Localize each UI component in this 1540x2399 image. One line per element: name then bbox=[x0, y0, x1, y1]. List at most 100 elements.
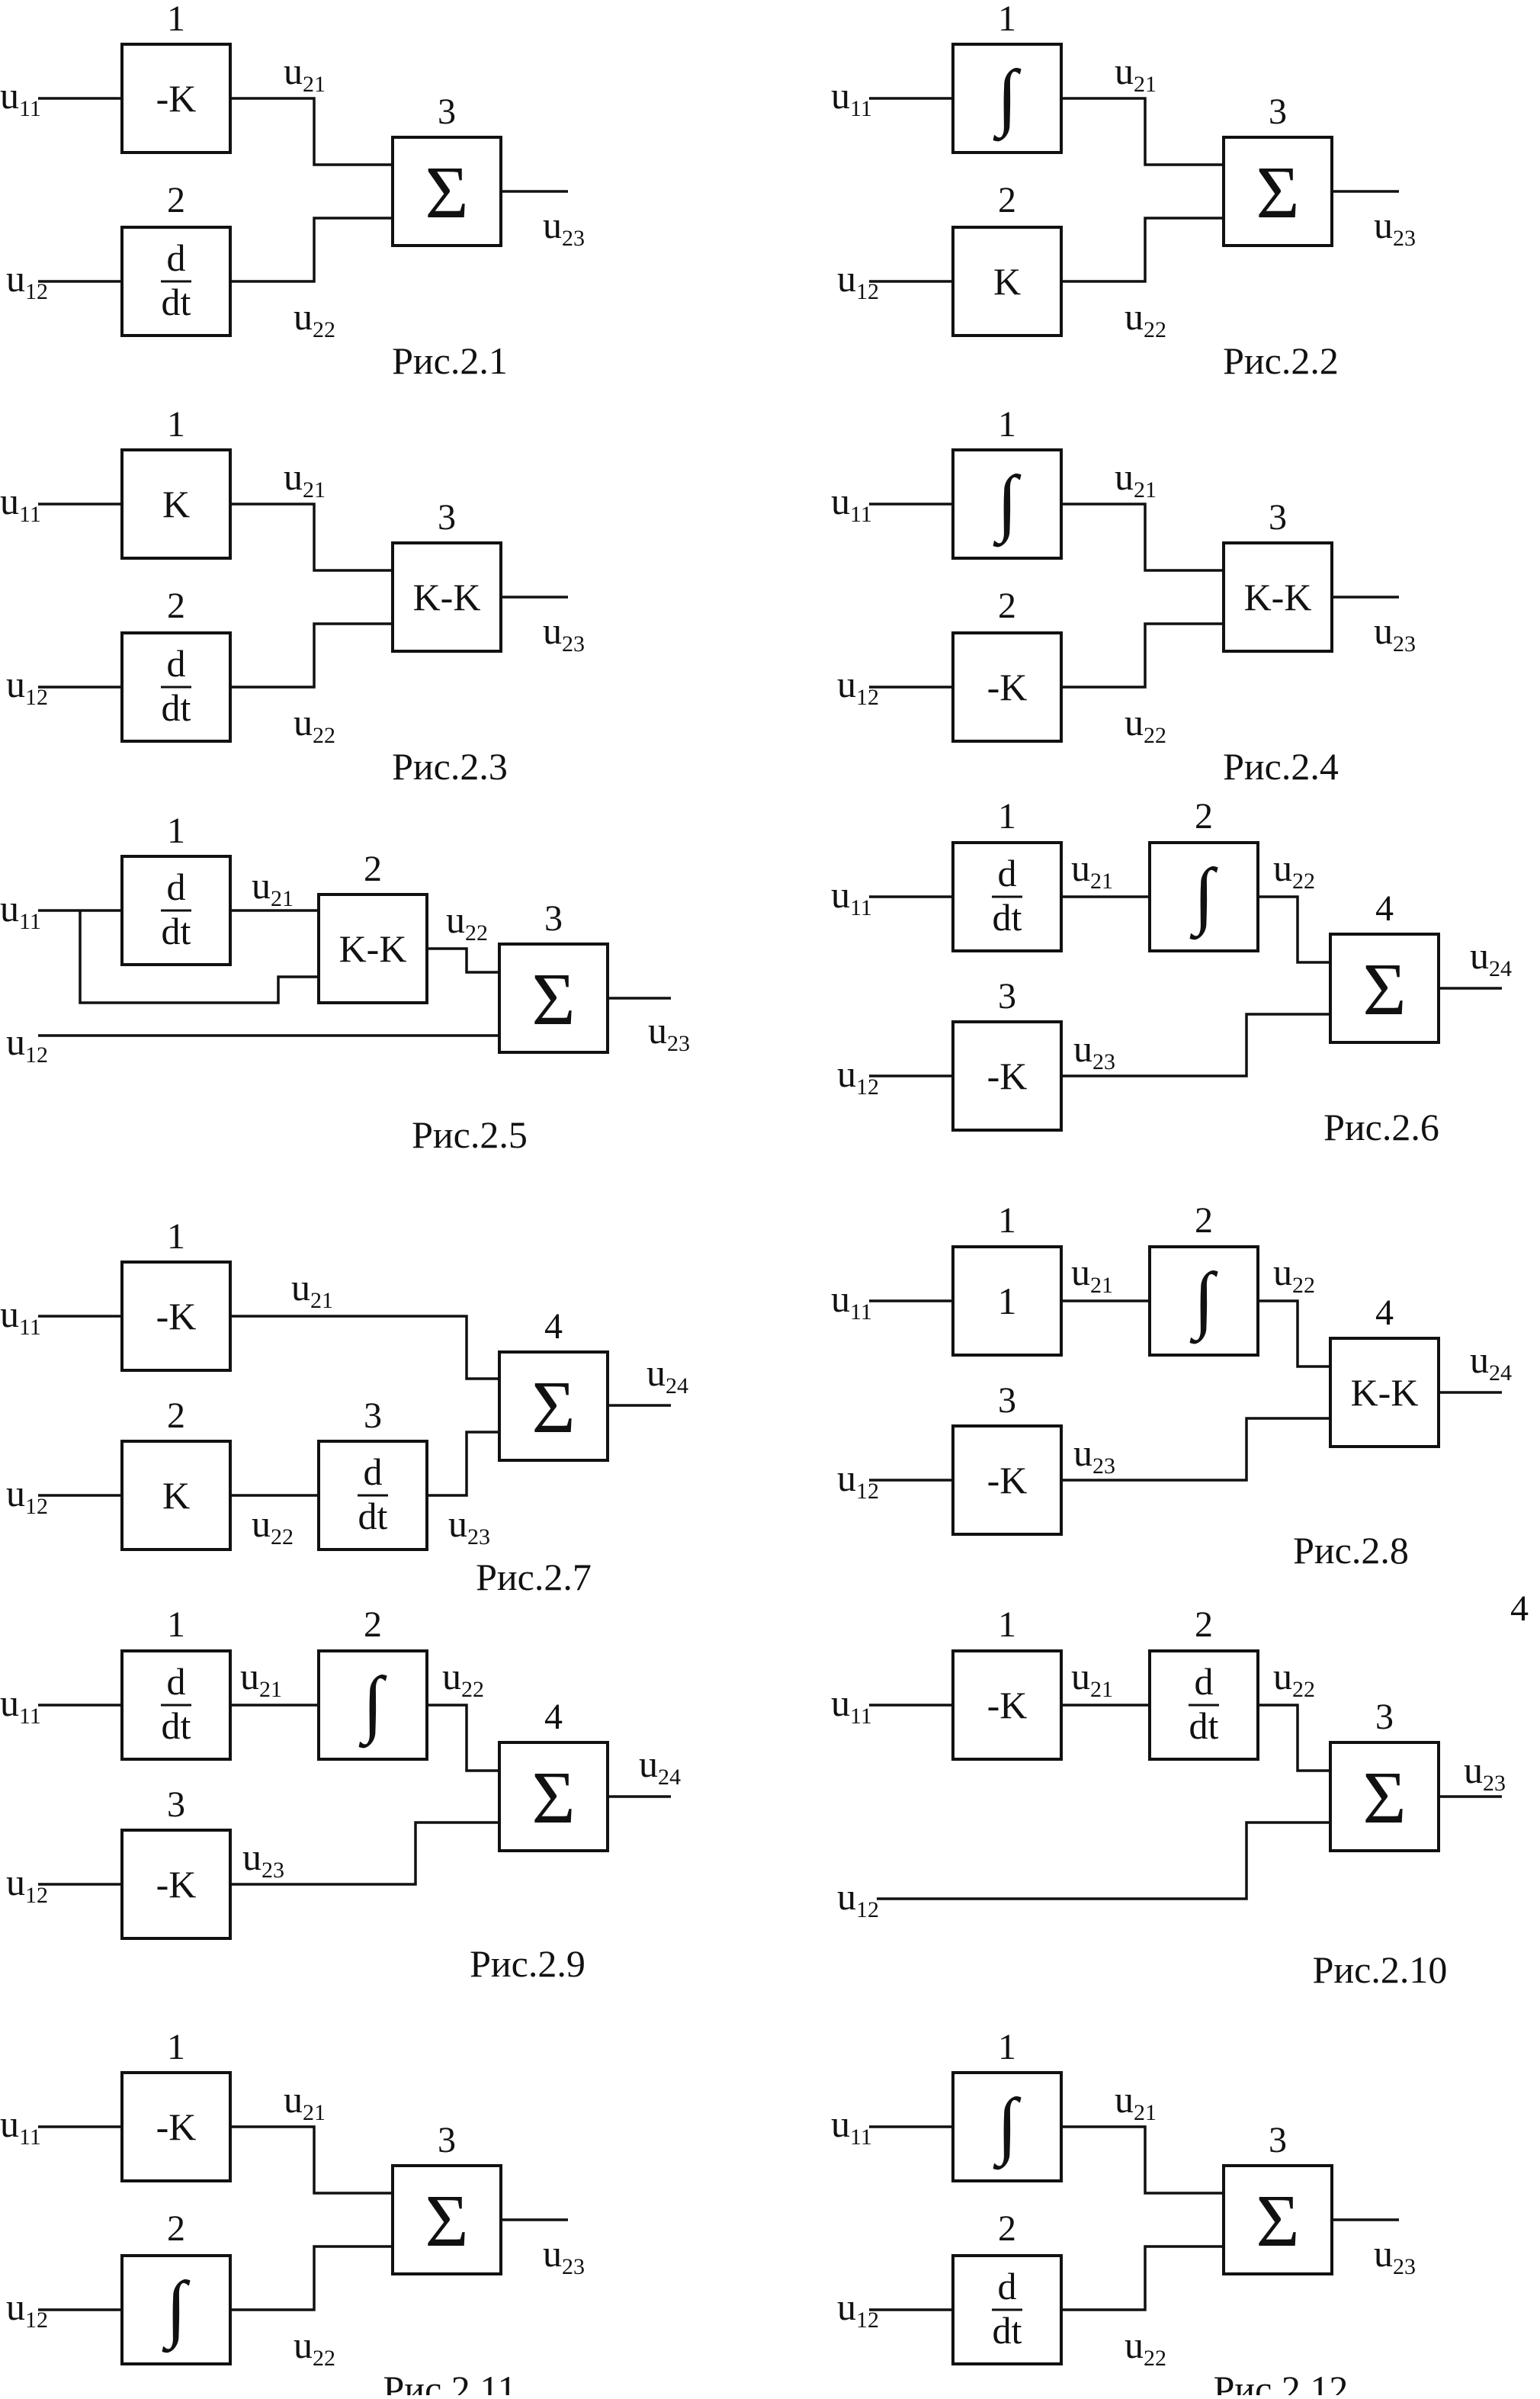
signal-u22: u22 bbox=[1125, 295, 1166, 342]
figure-caption: Рис.2.6 bbox=[1323, 1106, 1439, 1148]
block-3: 3K-K bbox=[391, 497, 502, 653]
block-2: 2∫ bbox=[1148, 796, 1259, 952]
sum-symbol: Σ bbox=[1256, 152, 1299, 234]
block-2: 2∫ bbox=[317, 1604, 428, 1761]
block-2: 2-K bbox=[951, 586, 1063, 743]
wire-u23 bbox=[427, 1431, 499, 1497]
signal-u23: u23 bbox=[648, 1009, 690, 1056]
block-2: 2∫ bbox=[1148, 1200, 1259, 1357]
block-2-number: 2 bbox=[167, 586, 185, 626]
signal-u11: u11 bbox=[0, 480, 41, 527]
wire-u22 bbox=[1061, 217, 1224, 283]
signal-u23: u23 bbox=[448, 1502, 490, 1550]
block-1: 1-K bbox=[120, 1216, 232, 1372]
signal-u24: u24 bbox=[646, 1351, 688, 1399]
sum-symbol: Σ bbox=[425, 152, 468, 234]
block-4-number: 4 bbox=[544, 1697, 563, 1737]
signal-u23: u23 bbox=[1374, 204, 1416, 251]
signal-u22: u22 bbox=[294, 2324, 335, 2371]
derivative-numerator: d bbox=[167, 642, 186, 685]
block-3: 3Σ bbox=[1222, 2120, 1333, 2275]
block-label: K-K bbox=[1244, 576, 1312, 618]
sum-symbol: Σ bbox=[1362, 1757, 1406, 1839]
derivative-denominator: dt bbox=[358, 1495, 388, 1537]
signal-u11: u11 bbox=[831, 873, 872, 920]
signal-u11: u11 bbox=[0, 1681, 41, 1729]
derivative-denominator: dt bbox=[162, 281, 191, 323]
wire-u21 bbox=[230, 97, 393, 166]
block-1: 11 bbox=[951, 1200, 1063, 1357]
signal-u21: u21 bbox=[291, 1266, 333, 1313]
wire-u21 bbox=[1061, 503, 1224, 572]
block-label: -K bbox=[156, 1863, 197, 1906]
integral-symbol: ∫ bbox=[993, 2084, 1022, 2170]
wire-u21 bbox=[230, 2125, 393, 2195]
signal-u12: u12 bbox=[6, 1020, 48, 1068]
signal-u11: u11 bbox=[831, 1277, 872, 1325]
integral-symbol: ∫ bbox=[358, 1662, 387, 1749]
block-4-number: 4 bbox=[1375, 888, 1394, 929]
block-3: 3K-K bbox=[1222, 497, 1333, 653]
block-label: 1 bbox=[998, 1280, 1017, 1322]
block-label: -K bbox=[987, 1459, 1028, 1501]
block-4: 4Σ bbox=[498, 1697, 609, 1852]
block-3-number: 3 bbox=[167, 1784, 185, 1825]
signal-u11: u11 bbox=[0, 887, 41, 934]
figure-caption: Рис.2.4 bbox=[1223, 745, 1339, 788]
signal-u23: u23 bbox=[1374, 2232, 1416, 2279]
block-2-number: 2 bbox=[167, 180, 185, 220]
wire-u23 bbox=[1061, 1417, 1330, 1482]
signal-u23: u23 bbox=[1464, 1749, 1506, 1796]
block-4: 4K-K bbox=[1329, 1293, 1440, 1448]
block-3-number: 3 bbox=[438, 497, 456, 538]
integral-symbol: ∫ bbox=[1189, 854, 1218, 940]
figure-caption: Рис.2.7 bbox=[476, 1556, 592, 1598]
block-3: 3 -K bbox=[120, 1784, 232, 1940]
block-3: 3Σ bbox=[1329, 1697, 1440, 1852]
block-3: 3Σ bbox=[391, 92, 502, 247]
figure-caption: Рис.2.12 bbox=[1214, 2368, 1349, 2395]
block-label: K bbox=[162, 483, 190, 525]
block-2: 2K-K bbox=[317, 849, 428, 1004]
block-2-number: 2 bbox=[167, 1395, 185, 1436]
integral-symbol: ∫ bbox=[993, 461, 1022, 548]
derivative-numerator: d bbox=[998, 2265, 1017, 2307]
block-2-number: 2 bbox=[364, 1604, 382, 1645]
block-1-number: 1 bbox=[167, 1604, 185, 1645]
derivative-numerator: d bbox=[998, 852, 1017, 894]
signal-u23: u23 bbox=[242, 1835, 284, 1883]
wire-u22 bbox=[1258, 1704, 1330, 1772]
block-label: K bbox=[993, 260, 1021, 303]
block-1-number: 1 bbox=[167, 2027, 185, 2067]
block-1-number: 1 bbox=[998, 2027, 1016, 2067]
sum-symbol: Σ bbox=[531, 1366, 575, 1449]
signal-u12: u12 bbox=[6, 2285, 48, 2333]
signal-u12: u12 bbox=[837, 257, 879, 304]
signal-u21: u21 bbox=[284, 50, 326, 97]
page-number-mark: 4 bbox=[1510, 1588, 1529, 1629]
signal-u23: u23 bbox=[543, 609, 585, 657]
block-1-number: 1 bbox=[998, 0, 1016, 39]
signal-u21: u21 bbox=[1071, 846, 1113, 894]
derivative-denominator: dt bbox=[993, 896, 1022, 939]
signal-u12: u12 bbox=[837, 1875, 879, 1922]
signal-u22: u22 bbox=[446, 898, 488, 946]
derivative-denominator: dt bbox=[162, 1704, 191, 1747]
sum-symbol: Σ bbox=[531, 959, 575, 1041]
signal-u11: u11 bbox=[831, 1681, 872, 1729]
signal-u12: u12 bbox=[837, 1456, 879, 1504]
signal-u11: u11 bbox=[0, 1293, 41, 1340]
block-1-number: 1 bbox=[167, 404, 185, 445]
block-1: 1-K bbox=[120, 0, 232, 154]
